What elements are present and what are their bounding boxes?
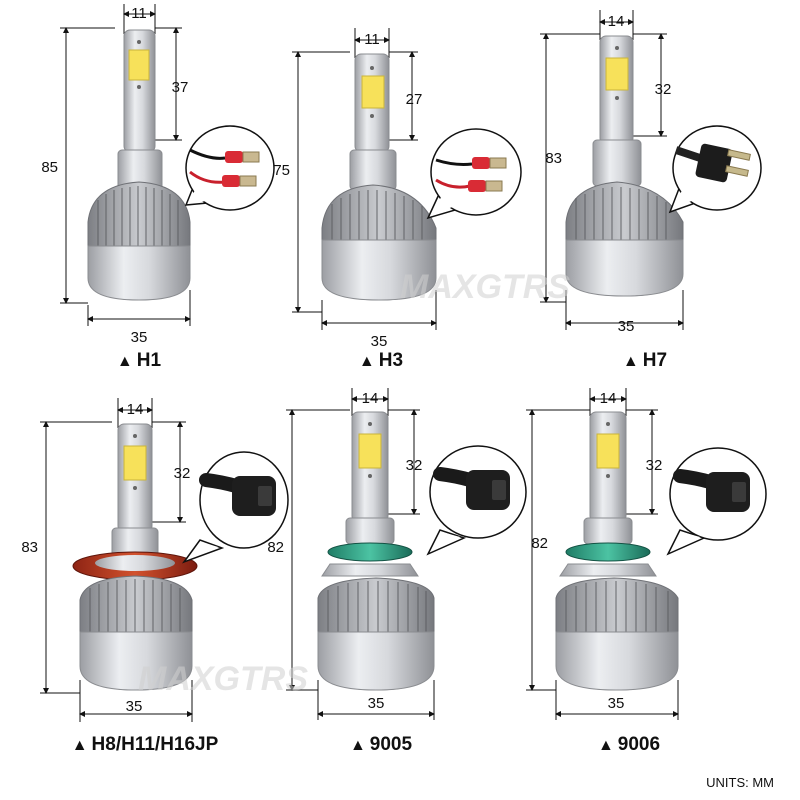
triangle-icon: ▲ — [71, 737, 88, 754]
dim-lines — [540, 10, 684, 330]
connector-callout — [426, 128, 522, 220]
bulb-illustration — [72, 423, 198, 691]
chip-height-label: 27 — [406, 91, 423, 108]
base-width-label: 35 — [126, 698, 143, 715]
dim-lines — [526, 388, 679, 720]
total-height-label: 82 — [267, 539, 284, 556]
total-height-label: 83 — [545, 150, 562, 167]
bulb-panel-h7: 83 35 14 32 — [540, 10, 762, 335]
bulb-illustration — [317, 411, 435, 691]
chip-height-label: 32 — [406, 457, 423, 474]
chip-width-label: 11 — [364, 31, 380, 48]
dim-lines — [286, 388, 435, 720]
socket-plug — [673, 469, 750, 512]
spade-terminals — [189, 148, 260, 187]
bulb-panel-h8-h11-h16jp: 83 35 14 32 — [21, 398, 289, 722]
bulb-illustration — [321, 53, 437, 301]
triangle-icon: ▲ — [349, 737, 366, 754]
triangle-icon: ▲ — [116, 353, 133, 370]
caption-h8-h11-h16jp: ▲H8/H11/H16JP — [71, 734, 219, 755]
chip-height-label: 32 — [174, 465, 191, 482]
base-width-label: 35 — [131, 329, 148, 346]
chip-width-label: 14 — [600, 390, 617, 407]
socket-plug — [199, 473, 276, 516]
dim-lines — [60, 4, 191, 326]
total-height-label: 85 — [41, 159, 58, 176]
chip-height-label: 32 — [655, 81, 672, 98]
base-width-label: 35 — [618, 318, 635, 335]
bulb-panel-9005: 82 35 14 32 — [267, 388, 527, 720]
bulb-illustration — [87, 29, 191, 301]
caption-h3: ▲H3 — [358, 350, 404, 371]
dim-lines — [40, 398, 193, 722]
chip-width-label: 11 — [131, 5, 147, 22]
two-pin-plug — [674, 143, 751, 183]
total-height-label: 83 — [21, 539, 38, 556]
total-height-label: 82 — [531, 535, 548, 552]
bulb-illustration — [555, 411, 679, 691]
triangle-icon: ▲ — [622, 353, 639, 370]
watermark: MAXGTRS — [400, 268, 570, 306]
chip-height-label: 37 — [172, 79, 189, 96]
connector-callout — [426, 445, 527, 556]
bulb-panel-h1: 85 35 11 37 — [41, 4, 275, 346]
triangle-icon: ▲ — [597, 737, 614, 754]
connector-callout — [181, 451, 289, 564]
bulb-illustration — [565, 35, 684, 297]
spade-terminals — [435, 157, 507, 192]
caption-h7: ▲H7 — [622, 350, 668, 371]
triangle-icon: ▲ — [358, 353, 375, 370]
chip-width-label: 14 — [362, 390, 379, 407]
bulb-panel-9006: 82 35 14 32 — [526, 388, 767, 720]
connector-callout — [184, 125, 275, 211]
socket-plug — [433, 467, 510, 510]
units-label: UNITS: MM — [706, 775, 774, 790]
bulb-panel-h3: 75 35 11 27 — [273, 28, 522, 350]
chip-width-label: 14 — [608, 13, 625, 30]
total-height-label: 75 — [273, 162, 290, 179]
caption-h1: ▲H1 — [116, 350, 162, 371]
dim-lines — [292, 28, 437, 330]
base-width-label: 35 — [608, 695, 625, 712]
chip-width-label: 14 — [127, 401, 144, 418]
connector-callout — [666, 447, 767, 556]
base-width-label: 35 — [371, 333, 388, 350]
caption-9006: ▲9006 — [597, 734, 661, 755]
connector-callout — [668, 125, 762, 214]
watermark: MAXGTRS — [138, 660, 308, 698]
caption-9005: ▲9005 — [349, 734, 413, 755]
base-width-label: 35 — [368, 695, 385, 712]
chip-height-label: 32 — [646, 457, 663, 474]
